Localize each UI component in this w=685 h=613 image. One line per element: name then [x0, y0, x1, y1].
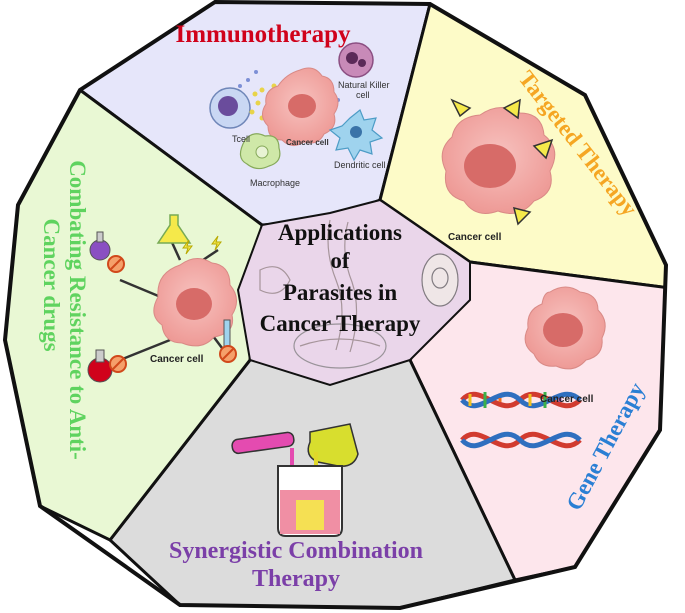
resistance-title-line2: Cancer drugs [39, 218, 64, 351]
target-marker-1 [450, 98, 472, 118]
center-title: Applications of Parasites in Cancer Ther… [260, 220, 421, 336]
target-marker-4 [512, 206, 532, 226]
gene-cancer-cell-label: Cancer cell [540, 394, 594, 405]
synergistic-illustration [231, 423, 359, 537]
resistance-cancer-cell-label: Cancer cell [150, 354, 204, 365]
targeted-cancer-cell-label: Cancer cell [448, 232, 502, 243]
drug-flask-icon-top [156, 214, 192, 244]
center-title-line4: Cancer Therapy [260, 311, 421, 336]
synergistic-title-line1: Synergistic Combination [169, 538, 423, 564]
target-marker-3 [532, 138, 554, 160]
tcell-label: Tcell [232, 134, 250, 144]
immuno-cancer-cell-label: Cancer cell [286, 138, 329, 147]
dendritic-cell-label: Dendritic cell [334, 160, 386, 170]
test-tube-icon [231, 431, 295, 455]
immunotherapy-title: Immunotherapy [175, 21, 351, 48]
nk-cell-label-line1: Natural Killer [338, 80, 390, 90]
outer-border [2, 0, 669, 611]
nk-cell-label-line2: cell [356, 90, 370, 100]
center-title-line3: Parasites in [283, 280, 398, 305]
resistance-illustration [87, 214, 237, 383]
lightning-icon-1 [182, 239, 193, 255]
resistance-title-line1: Combating Resistance to Anti- [65, 160, 90, 460]
immunotherapy-illustration [209, 42, 384, 170]
macrophage-label: Macrophage [250, 178, 300, 188]
center-title-line1: Applications [278, 220, 402, 245]
gene-illustration [460, 286, 606, 449]
targeted-illustration [441, 98, 556, 226]
lightning-icon-2 [211, 235, 222, 251]
synergistic-title-line2: Therapy [252, 566, 340, 592]
drug-tube-icon [223, 319, 231, 347]
center-title-line2: of [330, 248, 350, 273]
target-marker-2 [502, 98, 521, 120]
parasite-sketches [259, 219, 459, 369]
drug-flask-icon-left [89, 239, 111, 261]
